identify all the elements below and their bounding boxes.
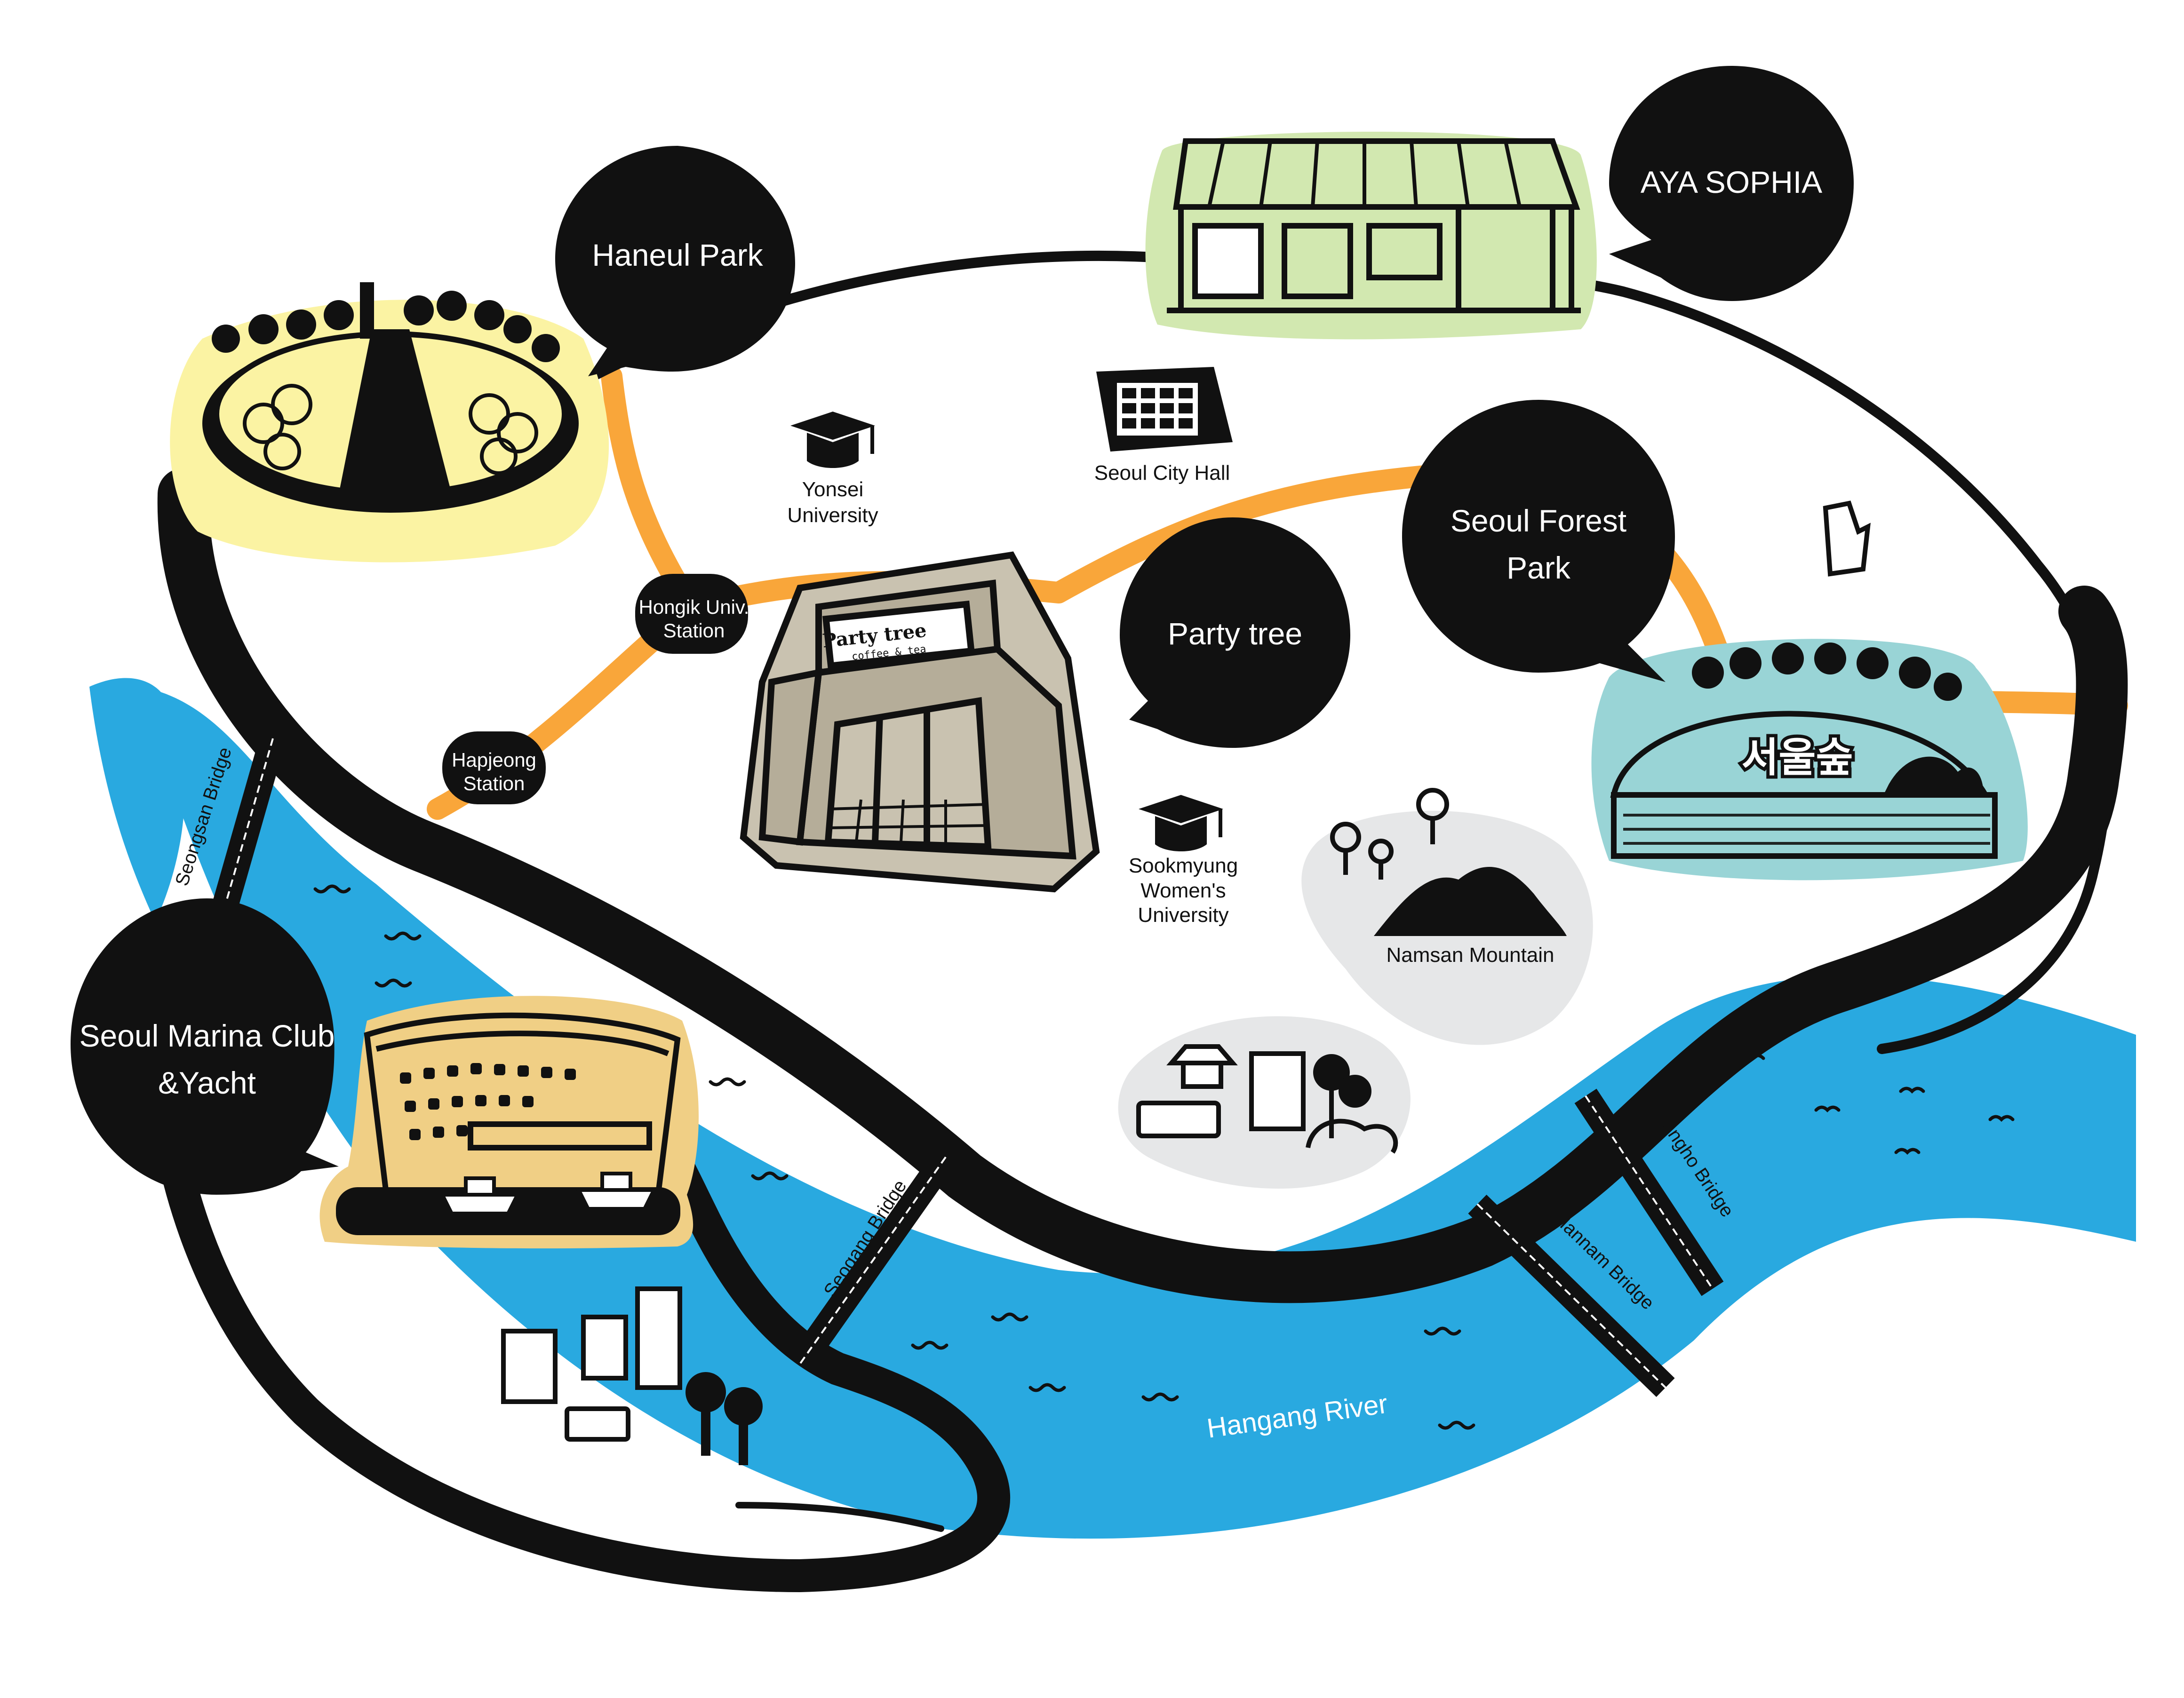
bubble-aya-sophia[interactable]: AYA SOPHIA (1609, 66, 1854, 301)
yonsei-label-line2: University (787, 504, 878, 527)
bubble-haneul-park[interactable]: Haneul Park (555, 146, 795, 376)
tree-icon (1330, 788, 1449, 880)
bubble-party-tree[interactable]: Party tree (1120, 517, 1350, 748)
hapjeong-station[interactable]: Hapjeong Station (442, 731, 546, 804)
village-icon (1136, 1044, 1398, 1154)
yonsei-university: Yonsei University (787, 412, 878, 527)
namsan-label: Namsan Mountain (1386, 944, 1554, 967)
hongik-station-label-line1: Hongik Univ. (639, 596, 749, 618)
south-buildings (501, 1286, 763, 1465)
bubble-seoul-marina-label-line2: &Yacht (158, 1065, 256, 1100)
seoul-city-hall: Seoul City Hall (1094, 367, 1233, 484)
cafe-building-icon (758, 579, 1076, 860)
shop-icon (1167, 138, 1581, 313)
aya-sophia-shop (1145, 132, 1597, 340)
yonsei-label-line1: Yonsei (802, 478, 864, 501)
hongik-station-label-line2: Station (663, 619, 725, 642)
party-tree-cafe: Party tree coffee & tea (740, 551, 1100, 893)
bubble-aya-sophia-label: AYA SOPHIA (1641, 165, 1822, 199)
graduation-cap-icon (1139, 795, 1223, 851)
hapjeong-station-label-line1: Hapjeong (452, 749, 536, 771)
forest-icon (1610, 643, 1998, 859)
sookmyung-label-line2: Women's (1140, 879, 1226, 902)
bubble-seoul-forest[interactable]: Seoul Forest Park (1402, 400, 1675, 682)
sookmyung-university: Sookmyung Women's University (1129, 795, 1238, 927)
tree-icon (685, 1372, 763, 1465)
bubble-seoul-forest-label-line2: Park (1506, 550, 1571, 585)
small-building-icon (1823, 500, 1871, 577)
city-hall-label: Seoul City Hall (1094, 461, 1230, 484)
roads (139, 250, 2128, 1593)
hapjeong-station-label-line2: Station (463, 772, 525, 794)
hongik-station[interactable]: Hongik Univ. Station (635, 574, 749, 654)
boat-icon (439, 1172, 657, 1215)
park-icon (202, 282, 579, 513)
seoul-forest-korean-label: 서울숲 (1741, 734, 1853, 781)
seoul-forest-park: 서울숲 (1591, 639, 2028, 881)
village (1118, 1016, 1411, 1189)
graduation-cap-icon (790, 412, 875, 468)
bubble-haneul-park-label: Haneul Park (592, 238, 763, 272)
seoul-marina (319, 996, 699, 1249)
bubble-party-tree-label: Party tree (1168, 616, 1302, 651)
city-hall-icon (1096, 367, 1233, 452)
bubble-seoul-marina[interactable]: Seoul Marina Club &Yacht (71, 898, 339, 1195)
mountain-icon (1374, 866, 1567, 936)
sookmyung-label-line3: University (1138, 904, 1228, 927)
bubble-seoul-forest-label-line1: Seoul Forest (1451, 503, 1626, 538)
haneul-park (170, 282, 609, 563)
namsan-mountain: Namsan Mountain (1301, 788, 1593, 1045)
sookmyung-label-line1: Sookmyung (1129, 854, 1238, 877)
bubble-seoul-marina-label-line1: Seoul Marina Club (80, 1018, 335, 1053)
